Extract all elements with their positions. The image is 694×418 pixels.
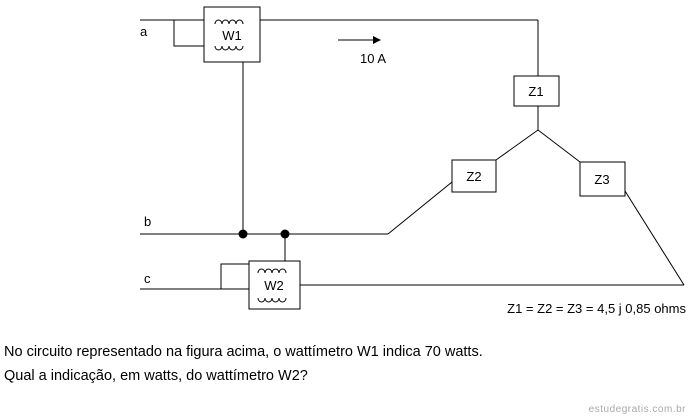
star-to-z2-wire xyxy=(495,129,539,161)
w2-top-coil-icon xyxy=(257,268,287,274)
z3-label: Z3 xyxy=(594,172,609,187)
junction-dot-w1-b xyxy=(238,229,248,239)
z1-label: Z1 xyxy=(528,84,543,99)
w1-label: W1 xyxy=(222,28,242,43)
w2-label: W2 xyxy=(264,278,284,293)
z2-box xyxy=(451,159,497,193)
z3-box xyxy=(579,161,626,197)
line-label-c: c xyxy=(144,271,151,286)
z2-label: Z2 xyxy=(466,169,481,184)
circuit-diagram: a b c W1 W2 Z1 Z2 Z3 10 A Z1 = Z2 = Z3 =… xyxy=(140,6,686,316)
line-label-b: b xyxy=(144,214,151,229)
star-to-z3-wire xyxy=(537,129,581,163)
w1-top-coil-icon xyxy=(214,19,244,25)
w1-meter-box xyxy=(203,6,261,63)
line-label-a: a xyxy=(140,24,148,39)
z1-box xyxy=(513,75,560,107)
w2-current-coil-loop xyxy=(220,263,250,290)
junction-dot-w2-b xyxy=(280,229,290,239)
question-line-2: Qual a indicação, em watts, do wattímetr… xyxy=(4,368,308,384)
line-b-to-z2-wire xyxy=(387,181,453,235)
current-arrow-head xyxy=(373,36,381,44)
question-line-1: No circuito representado na figura acima… xyxy=(4,344,483,360)
w1-current-coil-loop xyxy=(173,19,205,47)
w2-bottom-coil-icon xyxy=(257,297,287,303)
w1-bottom-coil-icon xyxy=(214,45,244,51)
watermark: estudegratis.com.br xyxy=(588,404,686,415)
impedance-equation: Z1 = Z2 = Z3 = 4,5 j 0,85 ohms xyxy=(507,301,686,316)
current-label: 10 A xyxy=(360,51,386,66)
z3-return-wire xyxy=(624,190,685,286)
